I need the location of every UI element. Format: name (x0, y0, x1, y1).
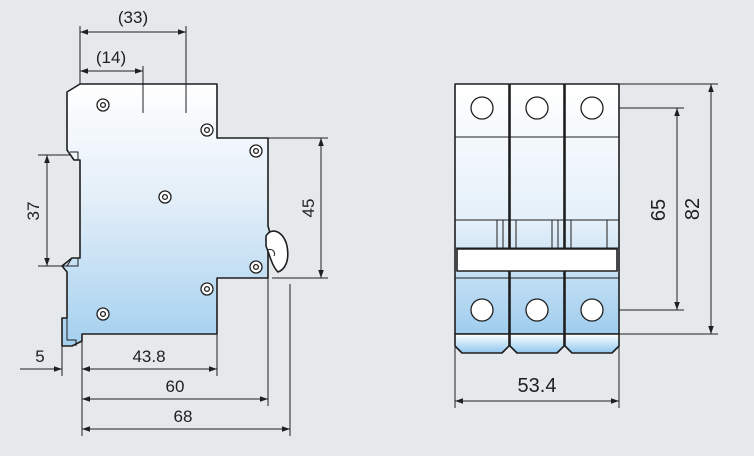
dim-overall-top: (33) (79, 8, 187, 113)
screw-icon (96, 98, 110, 112)
terminal-icon (580, 298, 604, 322)
side-toggle (265, 230, 289, 273)
pole-3 (564, 83, 620, 354)
side-body (61, 83, 271, 347)
dim-inner-top: (14) (80, 48, 144, 113)
toggle-pivot (267, 249, 275, 257)
dim-label: 37 (24, 202, 43, 221)
terminal-icon (525, 96, 549, 120)
terminal-icon (580, 96, 604, 120)
pole-2 (509, 83, 565, 354)
dim-label: 5 (35, 347, 44, 366)
terminal-icon (525, 298, 549, 322)
dim-total-height: 82 (619, 83, 718, 335)
front-view: 65 82 53.4 (454, 83, 718, 408)
dim-label: 45 (299, 199, 318, 218)
dim-label: 43.8 (132, 347, 165, 366)
screw-icon (200, 123, 214, 137)
screw-icon (158, 190, 172, 204)
dim-label: 65 (648, 199, 670, 221)
dim-label: (14) (96, 48, 126, 67)
screw-icon (96, 307, 110, 321)
dim-label: 53.4 (518, 375, 557, 397)
side-view: (33) (14) 37 45 5 (20, 8, 328, 436)
terminal-icon (470, 298, 494, 322)
pole-1 (454, 83, 510, 354)
dim-label: 82 (682, 198, 704, 220)
toggle-bar (454, 219, 620, 272)
dim-width: 53.4 (454, 346, 620, 408)
screw-icon (200, 282, 214, 296)
dim-total-depth: 68 (82, 407, 290, 432)
dim-front-height: 45 (268, 137, 328, 279)
rail-notch (70, 151, 79, 267)
dim-mid-depth: 60 (82, 377, 268, 402)
terminal-icon (470, 96, 494, 120)
dim-label: 60 (166, 377, 185, 396)
screw-icon (249, 144, 263, 158)
screw-icon (249, 260, 263, 274)
dim-label: 68 (174, 407, 193, 426)
dim-front-depth: 43.8 (82, 347, 217, 372)
dim-label: (33) (118, 8, 148, 27)
dim-inner-height: 65 (619, 107, 684, 311)
dim-rail-height: 37 (24, 154, 70, 267)
side-clip-detail (62, 149, 77, 346)
